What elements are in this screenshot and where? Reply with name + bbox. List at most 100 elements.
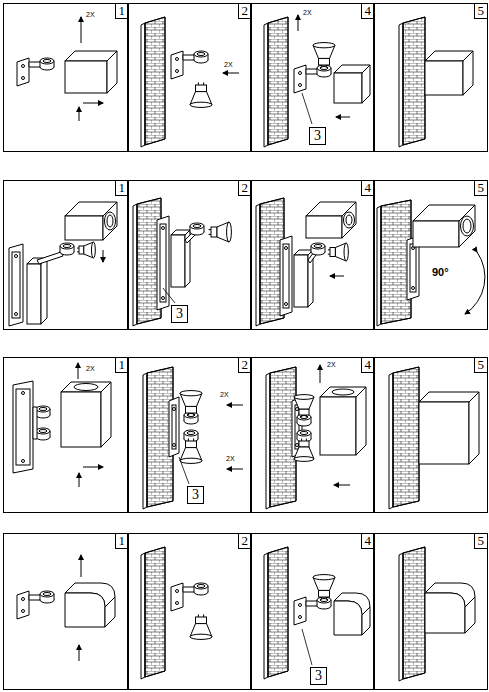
arrow — [79, 645, 80, 661]
mounting-bracket — [294, 597, 331, 625]
line-art — [37, 252, 63, 264]
line-art — [63, 245, 71, 248]
mounting-plate — [280, 236, 292, 316]
line-art — [319, 58, 330, 65]
step-number: 2 — [238, 4, 252, 19]
gu10-bulb — [328, 243, 349, 261]
step-number: 5 — [474, 534, 488, 549]
arrow — [336, 117, 350, 118]
step-number: 5 — [474, 358, 488, 373]
lamp-socket-ring — [194, 583, 208, 595]
line-art — [65, 61, 107, 93]
step-number: 4 — [361, 4, 375, 19]
callout-box: 3 — [187, 486, 204, 504]
callout-number: 3 — [314, 128, 321, 143]
line-art — [15, 313, 18, 316]
line-art — [413, 221, 459, 247]
quantity-label: 2X — [225, 455, 236, 463]
arrow — [83, 103, 103, 104]
mounting-bracket — [17, 58, 54, 86]
arrow — [103, 250, 104, 262]
line-art — [176, 58, 179, 61]
mounting-plate — [13, 381, 33, 473]
callout-number: 3 — [176, 306, 183, 321]
lamp-socket-ring — [184, 412, 198, 424]
line-art — [320, 397, 356, 455]
line-art — [283, 244, 289, 308]
line-art — [196, 617, 207, 624]
line-art — [285, 303, 288, 306]
line-art — [197, 53, 205, 56]
line-art — [141, 553, 145, 679]
leader-line — [163, 288, 175, 303]
line-art — [306, 216, 342, 238]
line-art — [403, 17, 425, 145]
lamp-socket-ring — [36, 406, 50, 418]
arrow — [227, 405, 243, 406]
line-art — [268, 17, 288, 145]
line-art — [294, 65, 306, 93]
line-art — [65, 216, 103, 240]
step-panel: 2 — [127, 533, 252, 690]
gu10-bulb — [209, 222, 232, 242]
line-art — [190, 102, 212, 107]
panel-illustration — [264, 15, 370, 147]
arrow — [227, 469, 243, 470]
step-panel: 5 — [373, 3, 488, 152]
line-art — [299, 72, 302, 75]
line-art — [22, 392, 25, 395]
line-art — [27, 264, 41, 324]
line-art — [169, 397, 179, 457]
panel-illustration — [399, 17, 473, 147]
lamp-housing — [65, 51, 117, 93]
line-art — [176, 70, 179, 73]
line-art — [13, 381, 33, 473]
panel-illustration — [256, 198, 356, 326]
line-art — [306, 601, 318, 606]
gu10-bulb — [180, 391, 202, 416]
step-number: 1 — [115, 4, 129, 19]
step-panel: 5 — [373, 533, 488, 690]
lamp-socket-ring — [317, 65, 331, 77]
gu10-bulb — [313, 43, 335, 68]
line-art — [36, 428, 50, 434]
quantity-label: 2X — [85, 11, 96, 19]
line-art — [190, 634, 212, 639]
line-art — [285, 247, 288, 250]
line-art — [356, 387, 366, 455]
panel-illustration — [389, 367, 479, 509]
line-art — [171, 583, 183, 611]
line-art — [180, 391, 202, 396]
arrow — [78, 363, 79, 379]
mounting-bracket — [171, 583, 208, 611]
step-panel: 4 — [250, 180, 375, 330]
line-art — [425, 593, 465, 633]
line-art — [280, 236, 292, 316]
line-art — [469, 392, 479, 464]
line-art — [264, 553, 268, 679]
line-art — [193, 225, 201, 228]
gu10-bulb — [180, 438, 202, 463]
leader-line — [179, 457, 189, 484]
lamp-housing — [334, 593, 370, 635]
line-art — [39, 430, 47, 433]
line-art — [227, 222, 232, 242]
line-art — [107, 51, 117, 93]
line-art — [43, 60, 51, 63]
lamp-housing — [425, 51, 473, 95]
line-art — [145, 547, 165, 677]
arrow — [298, 15, 299, 31]
line-art — [332, 389, 354, 395]
line-art — [133, 204, 137, 326]
mounting-plate — [9, 244, 23, 326]
panel-illustration — [377, 200, 485, 326]
mounting-plate — [157, 216, 169, 310]
line-art — [180, 458, 202, 463]
line-art — [377, 206, 381, 326]
line-art — [186, 406, 197, 413]
line-art — [22, 460, 25, 463]
line-art — [346, 215, 352, 225]
step-number: 2 — [238, 534, 252, 549]
line-art — [145, 547, 165, 677]
